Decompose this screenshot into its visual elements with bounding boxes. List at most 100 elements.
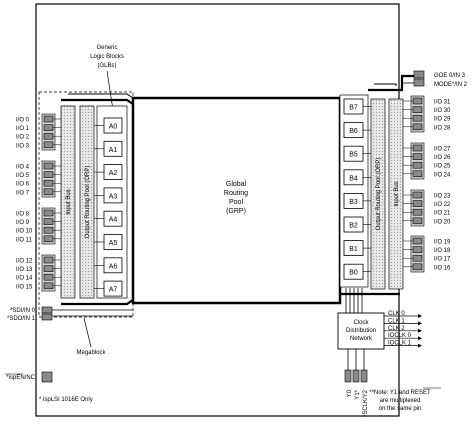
io-pad <box>43 141 54 149</box>
io-pad <box>43 209 54 217</box>
io-pad <box>43 132 54 140</box>
io-label: I/O 1 <box>16 126 30 132</box>
io-label: I/O 23 <box>434 194 451 200</box>
io-pad <box>412 217 423 225</box>
io-pad <box>43 188 54 196</box>
glb-label: A5 <box>109 240 118 247</box>
io-label: I/O 20 <box>434 219 451 225</box>
io-label: I/O 13 <box>16 267 33 273</box>
io-label: I/O 26 <box>434 155 451 161</box>
left-orp-label: Output Routing Pool (ORP) <box>85 166 91 239</box>
io-label: I/O 5 <box>16 173 30 179</box>
clock-line2: Distribution <box>346 328 376 334</box>
io-pad <box>412 144 423 152</box>
io-label: I/O 19 <box>434 240 451 246</box>
io-pad <box>412 191 423 199</box>
io-pad <box>412 254 423 262</box>
clock-output-arrow <box>418 336 422 341</box>
clock-line3: Network <box>350 336 373 342</box>
io-pad <box>43 273 54 281</box>
right-top-bus-line-2 <box>374 83 397 86</box>
clock-output-arrow <box>418 314 422 318</box>
io-pad <box>412 153 423 160</box>
io-label: I/O 2 <box>16 135 30 141</box>
clock-output-arrow <box>418 321 422 326</box>
io-label: I/O 9 <box>16 220 30 226</box>
io-pad <box>412 246 423 253</box>
footnote-right-line1: **Note: Y1 and RESET <box>369 390 431 396</box>
clock-output-arrow <box>418 343 422 348</box>
glb-label: B1 <box>349 246 358 253</box>
left-io-pad-group <box>41 160 56 198</box>
io-label: I/O 30 <box>434 108 451 114</box>
io-pad <box>43 162 54 170</box>
glb-callout-line3: (GLBs) <box>97 63 116 69</box>
io-pad <box>412 200 423 207</box>
io-label: I/O 22 <box>434 202 451 208</box>
io-label: I/O 16 <box>434 265 451 271</box>
io-label: I/O 31 <box>434 100 451 106</box>
left-io-pad-group <box>41 113 56 151</box>
io-pad <box>412 106 423 113</box>
io-label: I/O 17 <box>434 257 451 263</box>
io-pad <box>412 208 423 216</box>
right-input-bus-label: Input Bus <box>394 181 400 206</box>
glb-callout-line2: Logic Blocks <box>90 54 124 60</box>
right-io-pad-group <box>410 142 425 180</box>
glb-label: B0 <box>349 270 358 277</box>
pin-y0: Y0 <box>347 389 353 397</box>
left-io-pad-group <box>41 207 56 245</box>
clock-output-arrow <box>418 328 422 333</box>
y0-pad <box>344 369 352 383</box>
sdi-pad <box>41 306 53 314</box>
clock-output-label: CLK 0 <box>388 311 405 317</box>
footnote-left: * ispLSI 1016E Only <box>39 397 93 403</box>
io-label: I/O 14 <box>16 276 33 282</box>
io-label: I/O 21 <box>434 211 451 217</box>
io-pad <box>43 226 54 234</box>
glb-label: B5 <box>349 152 358 159</box>
sdo-pad <box>41 313 53 321</box>
io-pad <box>412 123 423 131</box>
io-pad <box>43 179 54 187</box>
io-label: I/O 11 <box>16 237 33 243</box>
io-pad <box>412 161 423 169</box>
glb-label: B6 <box>349 128 358 135</box>
io-pad <box>412 97 423 105</box>
right-io-pad-group <box>410 235 425 273</box>
pin-y1: Y1* <box>355 389 361 399</box>
clock-output-label: IOCLK 0 <box>388 333 412 339</box>
io-label: I/O 28 <box>434 125 451 131</box>
glb-label: A3 <box>109 193 118 200</box>
global-routing-pool <box>131 96 342 305</box>
clock-distribution-network <box>337 312 385 350</box>
footnote-right-line3: on the same pin <box>379 406 422 412</box>
io-label: I/O 10 <box>16 229 33 235</box>
left-input-bus-label: Input Bus <box>66 189 72 214</box>
footnote-right-line2: are multiplexed <box>380 398 421 404</box>
io-pad <box>43 115 54 123</box>
io-label: I/O 25 <box>434 164 451 170</box>
io-pad <box>412 263 423 271</box>
right-io-pad-group <box>410 189 425 227</box>
left-input-bus <box>60 105 76 299</box>
clock-output-label: IOCLK 1 <box>388 341 412 347</box>
io-label: I/O 3 <box>16 143 30 149</box>
io-pad <box>43 256 54 264</box>
glb-label: A1 <box>109 147 118 154</box>
ispen-pad <box>41 371 53 383</box>
goe-label: GOE 0/IN 3 <box>434 73 466 79</box>
io-label: I/O 4 <box>16 165 30 171</box>
megablock-label: Megablock <box>76 350 106 356</box>
io-label: I/O 29 <box>434 117 451 123</box>
io-pad <box>43 171 54 178</box>
io-label: I/O 24 <box>434 172 451 178</box>
io-label: I/O 12 <box>16 259 33 265</box>
right-orp-label: Output Routing Pool (ORP) <box>376 158 382 231</box>
io-pad <box>43 124 54 131</box>
glb-label: B4 <box>349 175 358 182</box>
right-orp <box>370 98 386 290</box>
